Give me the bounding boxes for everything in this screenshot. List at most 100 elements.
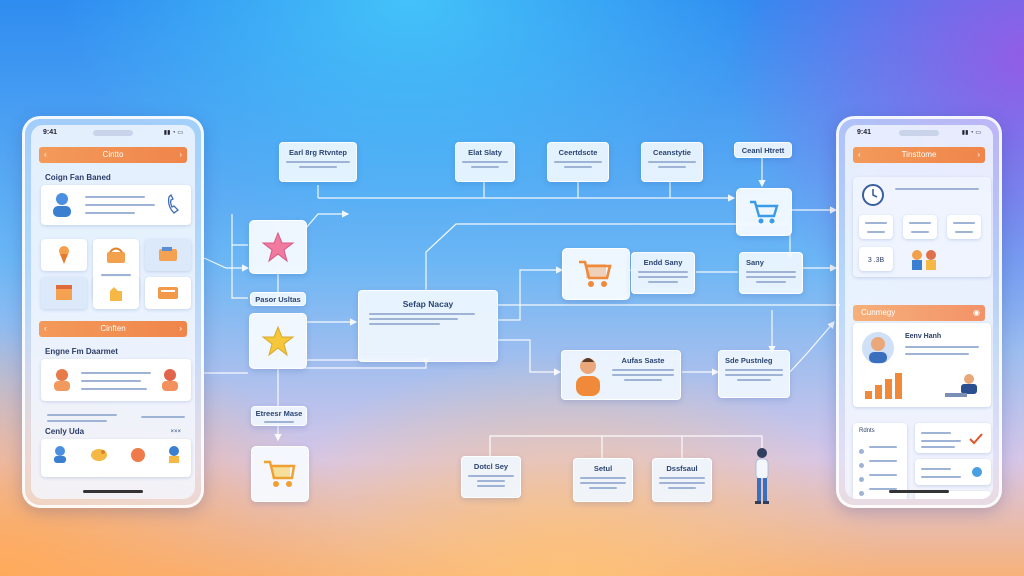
card-title: Earl 8rg Rtvntep xyxy=(289,148,347,157)
stat-value: 3 .3B xyxy=(867,257,885,264)
list-header: Rdnts xyxy=(859,428,875,434)
category-tile[interactable] xyxy=(41,277,87,309)
hand-icon xyxy=(110,287,122,301)
label-text: Etreesr Mase xyxy=(255,409,303,418)
card-title: Ceanl Htrett xyxy=(741,146,785,155)
detail-card[interactable] xyxy=(915,459,991,485)
star-icon xyxy=(261,325,295,357)
back-chevron-icon[interactable]: ‹ xyxy=(44,150,47,159)
category-tile[interactable] xyxy=(145,277,191,309)
top-app-bar[interactable]: ‹ Cintto › xyxy=(39,147,187,163)
chart-icon xyxy=(865,373,902,399)
person-icon xyxy=(576,358,600,396)
section-app-bar[interactable]: ‹ Cinften › xyxy=(39,321,187,337)
stat-chip[interactable] xyxy=(947,215,981,239)
profile-app-bar[interactable]: Cunmegy ◉ xyxy=(853,305,985,321)
left-phone-mockup: 9:41 ▮▮ ◔ ▭ ‹ Cintto › Coign Fan Baned xyxy=(22,116,204,508)
flow-card-top-3[interactable]: Ceanstytie xyxy=(641,142,703,182)
center-process-card[interactable]: Sefap Nacay xyxy=(358,290,498,362)
status-time: 9:41 xyxy=(857,129,872,136)
cart-node-orange[interactable] xyxy=(562,248,630,300)
back-chevron-icon[interactable]: ‹ xyxy=(44,324,47,333)
flow-card-right-low[interactable]: Sde Pustnleg xyxy=(718,350,790,398)
star-node-yellow[interactable] xyxy=(249,313,307,369)
shop-icon xyxy=(56,285,72,300)
flow-card-person[interactable]: Aufas Saste xyxy=(561,350,681,400)
list-item[interactable] xyxy=(859,483,864,499)
stats-panel: 3 .3B xyxy=(853,177,991,277)
stat-chip[interactable]: 3 .3B xyxy=(859,247,893,271)
cart-node-top[interactable] xyxy=(736,188,792,236)
forward-chevron-icon[interactable]: › xyxy=(179,150,182,159)
category-tile[interactable] xyxy=(93,277,139,309)
top-bar-title: Tinsttome xyxy=(901,150,937,159)
cart-node-bottom[interactable] xyxy=(251,446,309,502)
detail-card[interactable] xyxy=(915,491,991,499)
right-phone-mockup: 9:41 ▮▮ ◔ ▭ ‹ Tinsttome › 3 .3B Cunmegy … xyxy=(836,116,1002,508)
status-bar: 9:41 ▮▮ ◔ ▭ xyxy=(43,129,183,136)
profile-bar-title: Cunmegy xyxy=(861,308,896,317)
figure-icon xyxy=(169,446,179,463)
detail-card[interactable] xyxy=(915,423,991,453)
left-phone-screen: 9:41 ▮▮ ◔ ▭ ‹ Cintto › Coign Fan Baned xyxy=(31,125,195,499)
status-bar: 9:41 ▮▮ ◔ ▭ xyxy=(857,129,981,136)
star-icon xyxy=(261,231,295,263)
signal-battery-icon: ▮▮ ◔ ▭ xyxy=(163,130,183,136)
card-title: Aufas Saste xyxy=(621,356,665,365)
label-left-mid: Pasor Usltas xyxy=(250,292,306,306)
mid-bar-title: Cinften xyxy=(100,324,126,333)
flow-card-top-4[interactable]: Ceanl Htrett xyxy=(734,142,792,158)
feature-card[interactable] xyxy=(41,185,191,225)
stat-chip[interactable] xyxy=(859,215,893,239)
ice-cream-icon xyxy=(59,246,69,264)
list-panel: Rdnts xyxy=(853,423,907,499)
settings-icon[interactable]: ◉ xyxy=(973,308,980,317)
top-app-bar[interactable]: ‹ Tinsttome › xyxy=(853,147,985,163)
feature-card[interactable] xyxy=(41,359,191,401)
flow-card-top-1[interactable]: Elat Slaty xyxy=(455,142,515,182)
flow-card-bottom-1[interactable]: Dotcl Sey xyxy=(461,456,521,498)
flow-card-top-2[interactable]: Ceertdscte xyxy=(547,142,609,182)
check-icon xyxy=(969,433,983,445)
home-indicator xyxy=(83,490,143,493)
card-title: Dotcl Sey xyxy=(473,462,509,471)
flow-card-right-mid[interactable]: Sany xyxy=(739,252,803,294)
label-left-low: Etreesr Mase xyxy=(251,406,307,426)
activity-card[interactable] xyxy=(41,439,191,477)
avatar-icon xyxy=(862,332,894,364)
basket-icon xyxy=(107,247,125,263)
star-node-pink[interactable] xyxy=(249,220,307,274)
card-title: Setul xyxy=(593,464,613,473)
cart-icon xyxy=(579,260,612,287)
category-tile[interactable] xyxy=(41,239,87,271)
category-tile[interactable] xyxy=(145,239,191,271)
flow-card-bottom-2[interactable]: Setul xyxy=(573,458,633,502)
section-title: Coign Fan Baned xyxy=(45,173,111,182)
clock-icon xyxy=(862,184,884,206)
person-icon xyxy=(53,193,71,217)
list-item[interactable] xyxy=(859,469,864,487)
forward-chevron-icon[interactable]: › xyxy=(977,150,980,159)
bird-icon xyxy=(91,449,107,461)
list-item[interactable] xyxy=(859,441,864,459)
forward-chevron-icon[interactable]: › xyxy=(179,324,182,333)
profile-name: Eenv Hanh xyxy=(905,333,942,340)
card-title: Elat Slaty xyxy=(468,148,502,157)
avatar-icon xyxy=(162,369,178,391)
standing-person-icon xyxy=(755,448,769,504)
card-title: Sefap Nacay xyxy=(402,299,454,309)
cart-icon xyxy=(750,200,779,224)
top-bar-title: Cintto xyxy=(102,150,124,159)
phone-notch xyxy=(899,130,939,136)
more-link[interactable]: ××× xyxy=(170,429,181,435)
flow-card-top-left[interactable]: Earl 8rg Rtvntep xyxy=(279,142,357,182)
flow-card-cart[interactable]: Endd Sany xyxy=(631,252,695,294)
flow-card-bottom-3[interactable]: Dssfsaul xyxy=(652,458,712,502)
list-item[interactable] xyxy=(859,455,864,473)
right-phone-screen: 9:41 ▮▮ ◔ ▭ ‹ Tinsttome › 3 .3B Cunmegy … xyxy=(845,125,993,499)
card-title: Ceanstytie xyxy=(653,148,691,157)
stat-chip[interactable] xyxy=(903,215,937,239)
back-chevron-icon[interactable]: ‹ xyxy=(858,150,861,159)
cat-icon xyxy=(131,448,145,462)
phone-notch xyxy=(93,130,133,136)
